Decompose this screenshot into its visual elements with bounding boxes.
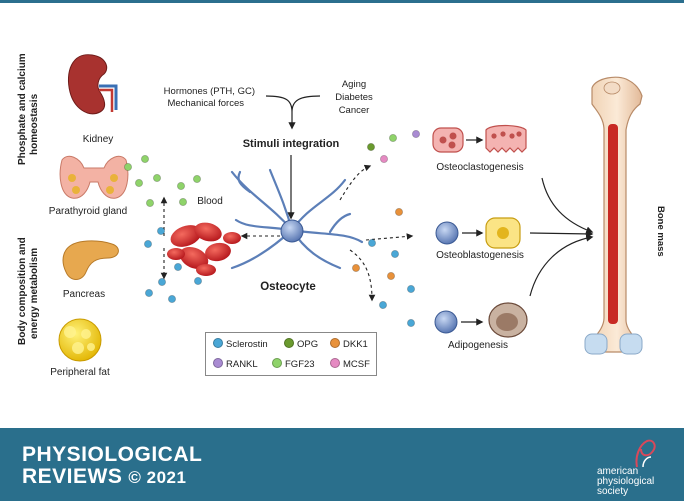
blood-label: Blood: [197, 196, 223, 207]
adipocyte-icon: [488, 302, 528, 338]
signal-molecules: [124, 129, 420, 327]
femur-bone-icon: [584, 76, 643, 355]
adipocyte-precursor-icon: [434, 310, 458, 334]
legend-item-rankl: RANKL: [213, 358, 258, 370]
fat-label: Peripheral fat: [50, 367, 110, 378]
stimulus-hormones: Hormones (PTH, GC): [164, 86, 255, 97]
stimulus-cancer: Cancer: [339, 105, 370, 116]
rankl-dot-icon: [213, 358, 223, 368]
stimulus-diabetes: Diabetes: [335, 92, 373, 103]
osteoclast-precursor-icon: [432, 127, 464, 153]
journal-title: PHYSIOLOGICAL REVIEWS© 2021: [22, 443, 203, 488]
dashed-arrows: [160, 164, 414, 302]
kidney-icon: [68, 54, 118, 115]
legend-item-dkk1: DKK1: [330, 338, 368, 350]
osteoblast-icon: [485, 217, 521, 249]
legend: Sclerostin OPG DKK1 RANKL FGF23 MCSF: [205, 332, 377, 376]
adipogenesis-label: Adipogenesis: [448, 340, 508, 351]
stimulus-aging: Aging: [342, 79, 366, 90]
legend-item-sclerostin: Sclerostin: [213, 338, 268, 350]
side-label-phosphate: Phosphate and calcium homeostasis: [17, 51, 40, 165]
top-rule: [0, 0, 684, 3]
opg-dot-icon: [284, 338, 294, 348]
bone-mass-arrows: [529, 177, 594, 297]
parathyroid-label: Parathyroid gland: [49, 206, 127, 217]
pancreas-icon: [62, 240, 119, 280]
blood-cells-icon: [167, 222, 241, 276]
fat-icon: [58, 318, 102, 362]
journal-footer: [0, 428, 684, 501]
side-label-body: Body composition and energy metabolism: [17, 234, 40, 345]
fgf23-dot-icon: [272, 358, 282, 368]
osteoclast-icon: [485, 124, 527, 153]
legend-item-mcsf: MCSF: [330, 358, 370, 370]
mcsf-dot-icon: [330, 358, 340, 368]
stimuli-merge-arrow: [265, 95, 321, 128]
osteocyte-diagram: Phosphate and calcium homeostasis Body c…: [17, 51, 666, 378]
pancreas-label: Pancreas: [63, 289, 105, 300]
osteocyte-cell: [230, 168, 364, 270]
osteoblastogenesis-label: Osteoblastogenesis: [436, 250, 524, 261]
parathyroid-icon: [59, 155, 129, 199]
osteocyte-body: [280, 219, 304, 243]
sclerostin-dot-icon: [213, 338, 223, 348]
stimuli-integration-label: Stimuli integration: [243, 138, 340, 150]
society-logo-icon: [635, 439, 656, 468]
stimulus-mechanical: Mechanical forces: [167, 98, 244, 109]
bone-mass-label: Bone mass: [655, 206, 666, 257]
legend-item-opg: OPG: [284, 338, 318, 350]
kidney-label: Kidney: [83, 134, 114, 145]
dkk1-dot-icon: [330, 338, 340, 348]
osteoblast-precursor-icon: [435, 221, 459, 245]
society-name: american physiological society: [597, 466, 655, 497]
legend-item-fgf23: FGF23: [272, 358, 315, 370]
osteoclastogenesis-label: Osteoclastogenesis: [436, 162, 523, 173]
osteocyte-label: Osteocyte: [260, 281, 316, 293]
